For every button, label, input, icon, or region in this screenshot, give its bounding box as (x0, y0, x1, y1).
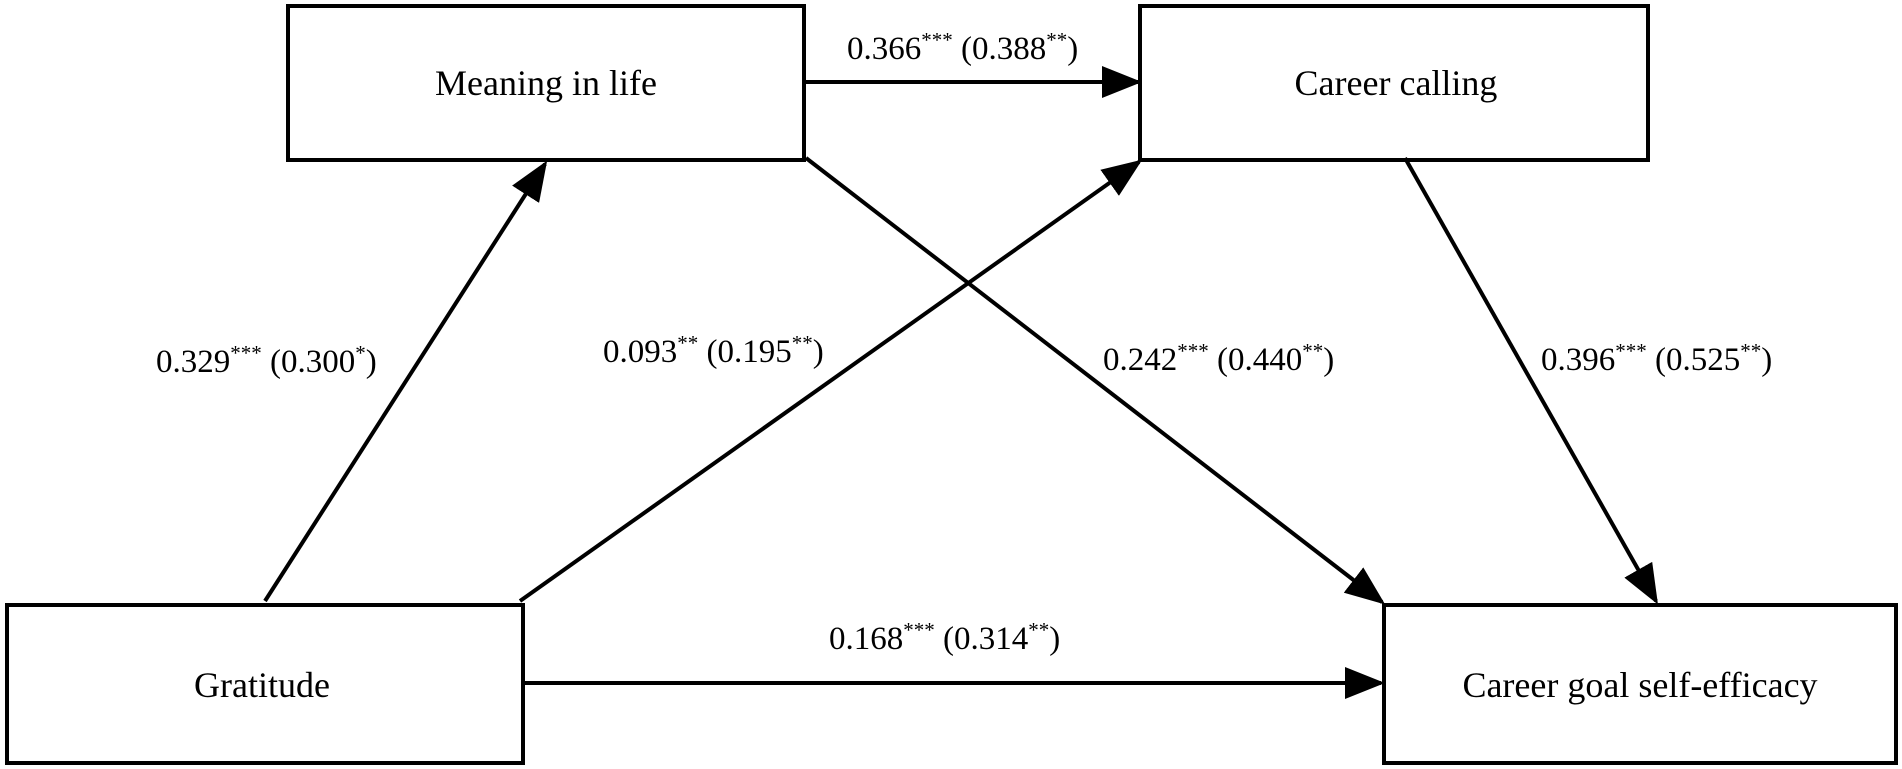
gratitude-label: Gratitude (194, 665, 330, 705)
career-goal-self-efficacy-label: Career goal self-efficacy (1462, 665, 1817, 705)
career-calling-label: Career calling (1295, 63, 1498, 103)
gratitude-box (5, 603, 525, 765)
meaning-in-life-label: Meaning in life (435, 63, 657, 103)
career-calling-box (1138, 4, 1650, 162)
coef-meaning-to-efficacy: 0.242*** (0.440**) (1103, 339, 1334, 378)
coef-meaning-to-calling: 0.366*** (0.388**) (847, 28, 1078, 67)
career-goal-self-efficacy-box (1382, 603, 1898, 765)
arrow-meaning-to-efficacy (804, 156, 1386, 605)
meaning-in-life-box (286, 4, 806, 162)
arrow-gratitude-to-calling (518, 159, 1143, 603)
coef-gratitude-to-efficacy: 0.168*** (0.314**) (829, 618, 1060, 657)
arrow-gratitude-to-meaning (263, 160, 548, 603)
coef-gratitude-to-calling: 0.093** (0.195**) (603, 331, 824, 370)
arrow-calling-to-efficacy (1403, 157, 1658, 605)
coef-gratitude-to-meaning: 0.329*** (0.300*) (156, 341, 377, 380)
coef-calling-to-efficacy: 0.396*** (0.525**) (1541, 339, 1772, 378)
